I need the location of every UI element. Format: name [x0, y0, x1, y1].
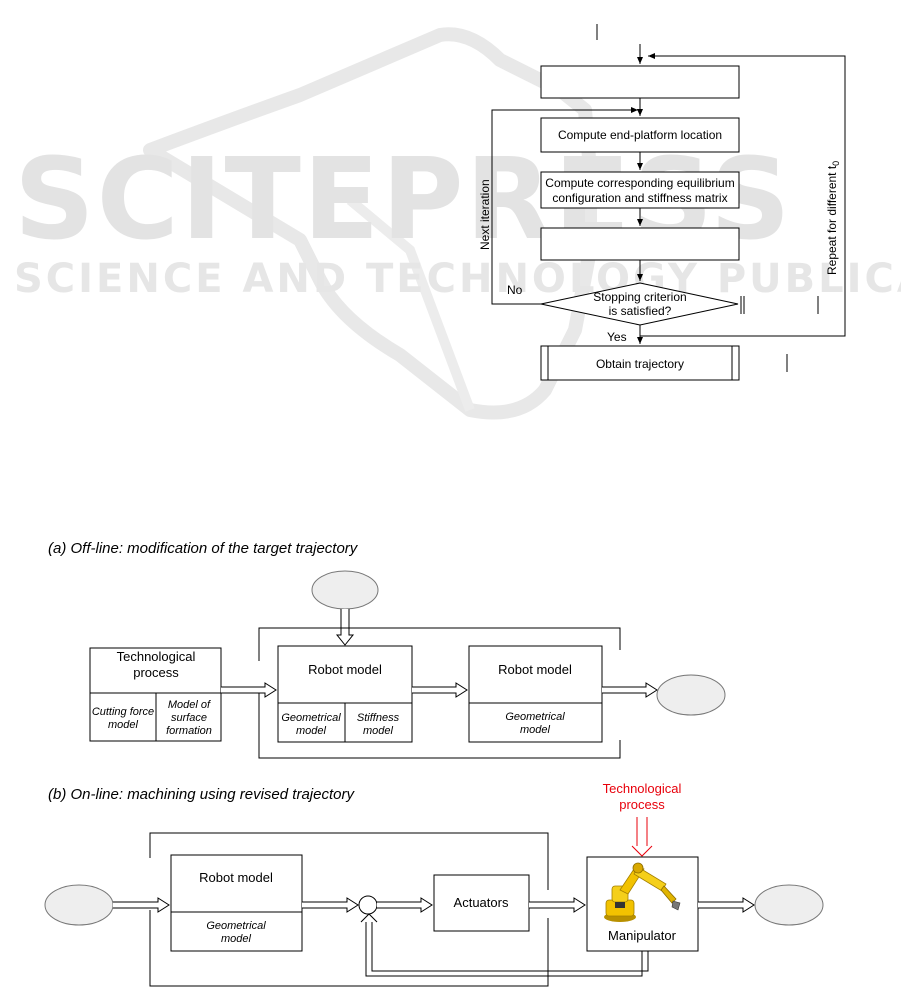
hollow-arrow-down-a: [335, 609, 355, 646]
flow-decision-label-2: is satisfied?: [609, 304, 672, 318]
caption-b: (b) On-line: machining using revised tra…: [48, 786, 355, 803]
robot-model-block-b: [170, 854, 303, 952]
tech-title-1: Technological: [117, 649, 196, 664]
flow-box-location: [540, 117, 740, 153]
robot-a1-sub-right-2: model: [363, 725, 394, 737]
flowchart: [491, 24, 846, 381]
flow-obtain-label: Obtain trajectory: [596, 357, 684, 371]
tech-sub-right-3: formation: [166, 725, 212, 737]
manipulator-label: Manipulator: [608, 928, 677, 943]
robot-a2-sub-1: Geometrical: [505, 711, 565, 723]
hollow-arrow-b4: [529, 897, 586, 913]
robot-a1-title: Robot model: [308, 662, 382, 677]
ellipse-a-top: [311, 570, 379, 610]
robot-a1-sub-right-1: Stiffness: [357, 712, 400, 724]
flow-repeat-label: Repeat for different t0: [825, 161, 841, 275]
tech-sub-left-1: Cutting force: [92, 706, 154, 718]
robot-a1-sub-left-1: Geometrical: [281, 712, 341, 724]
ellipse-b-output: [754, 884, 824, 926]
caption-a: (a) Off-line: modification of the target…: [48, 540, 359, 557]
robot-b-sub-1: Geometrical: [206, 920, 266, 932]
red-double-arrow: [631, 817, 653, 857]
robot-b-sub-2: model: [221, 933, 252, 945]
hollow-arrow-b1: [113, 897, 170, 913]
actuators-label: Actuators: [454, 895, 509, 910]
watermark-book-shape: [143, 27, 597, 420]
actuators-block: [433, 874, 530, 932]
feedback-path: [365, 918, 643, 977]
ellipse-a-output: [656, 674, 726, 716]
flow-location-label: Compute end-platform location: [558, 128, 722, 142]
industrial-robot-icon: [604, 862, 681, 922]
flow-box-empty-1: [540, 65, 740, 99]
hollow-arrow-b5: [698, 897, 755, 913]
flow-equilibrium-label-1: Compute corresponding equilibrium: [545, 176, 734, 190]
flow-next-iteration-label: Next iteration: [478, 179, 492, 250]
flow-box-obtain: [540, 345, 740, 381]
hollow-arrow-a3: [602, 682, 658, 698]
robot-b-title: Robot model: [199, 870, 273, 885]
flow-box-equilibrium: [540, 171, 740, 209]
diagram-a-text: Technological process Cutting force mode…: [92, 649, 572, 737]
flowchart-text: Compute end-platform location Compute co…: [478, 128, 841, 371]
hollow-arrow-a2: [412, 682, 468, 698]
flow-yes-label: Yes: [607, 330, 627, 344]
flow-equilibrium-label-2: configuration and stiffness matrix: [552, 191, 727, 205]
hollow-arrow-b3: [377, 897, 433, 913]
flow-box-empty-2: [540, 227, 740, 261]
robot-model-block-a2: [468, 645, 603, 743]
tech-title-2: process: [133, 665, 179, 680]
diagram-b-text-top: Technological process: [603, 781, 682, 812]
robot-a2-title: Robot model: [498, 662, 572, 677]
summing-junction: [358, 895, 378, 915]
diagram-a: [89, 570, 726, 759]
tech-sub-right-2: surface: [171, 712, 207, 724]
tech-sub-left-2: model: [108, 719, 139, 731]
robot-a1-sub-left-2: model: [296, 725, 327, 737]
flow-decision-label-1: Stopping criterion: [593, 290, 686, 304]
tech-sub-right-1: Model of: [168, 699, 211, 711]
tech-process-red-2: process: [619, 797, 665, 812]
diagram-b-text: Robot model Geometrical model Actuators …: [199, 870, 676, 945]
diagram-b: [44, 817, 824, 987]
watermark-subtitle: SCIENCE AND TECHNOLOGY PUBLICATIONS: [14, 256, 901, 302]
hollow-arrow-b2: [302, 897, 359, 913]
flow-no-label: No: [507, 283, 523, 297]
hollow-arrow-a1: [221, 682, 277, 698]
watermark: SCITEPRESS SCIENCE AND TECHNOLOGY PUBLIC…: [14, 27, 901, 420]
robot-a2-sub-2: model: [520, 724, 551, 736]
ellipse-b-input: [44, 884, 114, 926]
tech-process-red-1: Technological: [603, 781, 682, 796]
